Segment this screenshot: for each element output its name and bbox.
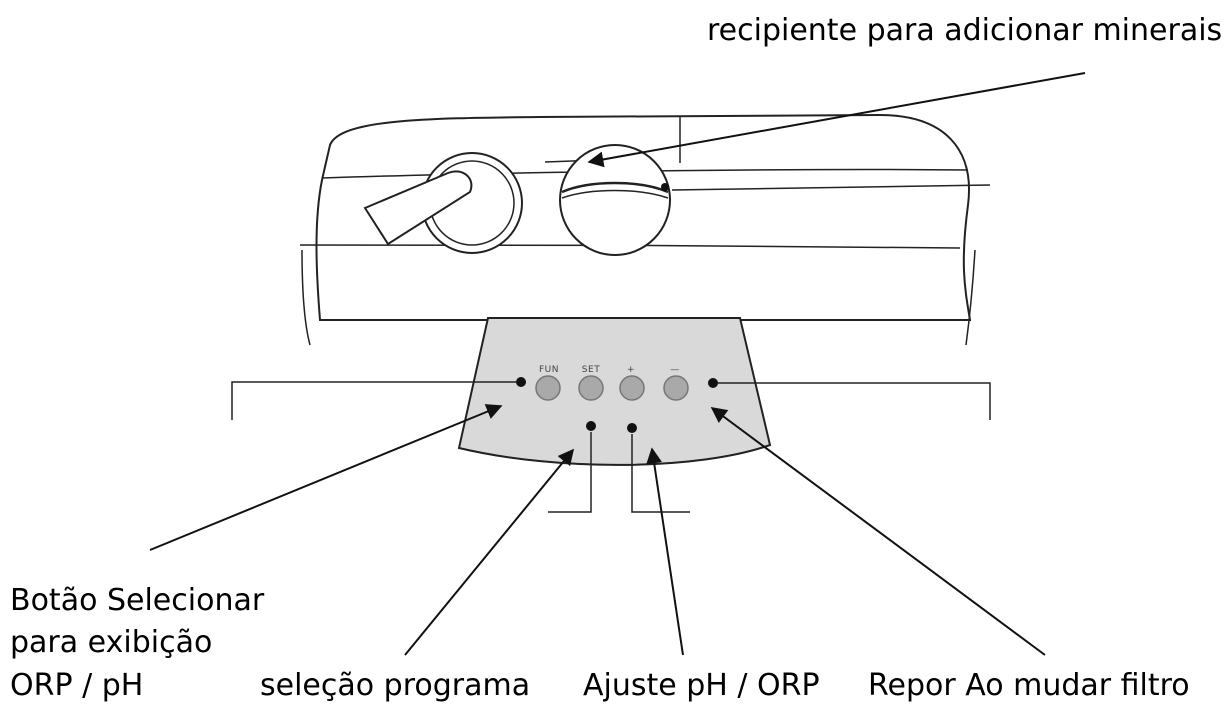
arrow-reset-filter — [710, 407, 1046, 656]
minus-button[interactable] — [663, 375, 689, 401]
fun-indicator-dot — [516, 377, 526, 387]
select-button-label-line3: ORP / pH — [10, 668, 144, 703]
bracket-lines — [231, 381, 991, 513]
callout-arrows — [149, 72, 1086, 656]
set-button[interactable] — [578, 375, 604, 401]
mineral-container-cap — [559, 144, 671, 256]
arrow-mineral-container — [587, 72, 1086, 168]
reset-filter-label: Repor Ao mudar filtro — [868, 668, 1190, 703]
arrow-program-selection — [404, 448, 575, 656]
arrow-select-button — [149, 404, 503, 551]
control-panel: FUN SET + — — [457, 317, 772, 466]
mineral-container-label: recipiente para adicionar minerais — [707, 13, 1223, 48]
ph-orp-adjust-label: Ajuste pH / ORP — [583, 668, 820, 703]
fun-key-label: FUN — [539, 365, 559, 375]
select-button-label-line1: Botão Selecionar — [10, 583, 265, 618]
select-button-label-line2: para exibição — [10, 625, 213, 660]
fun-button[interactable] — [535, 375, 561, 401]
program-selection-label: seleção programa — [260, 668, 531, 703]
plus-indicator-dot — [627, 423, 637, 433]
minus-indicator-dot — [708, 378, 718, 388]
plus-button[interactable] — [619, 375, 645, 401]
set-key-label: SET — [582, 365, 600, 375]
plus-key-label: + — [627, 365, 635, 375]
arrow-ph-orp-adjust — [646, 447, 684, 656]
minus-key-label: — — [670, 365, 680, 375]
valve-knob — [363, 152, 523, 254]
set-indicator-dot — [586, 421, 596, 431]
